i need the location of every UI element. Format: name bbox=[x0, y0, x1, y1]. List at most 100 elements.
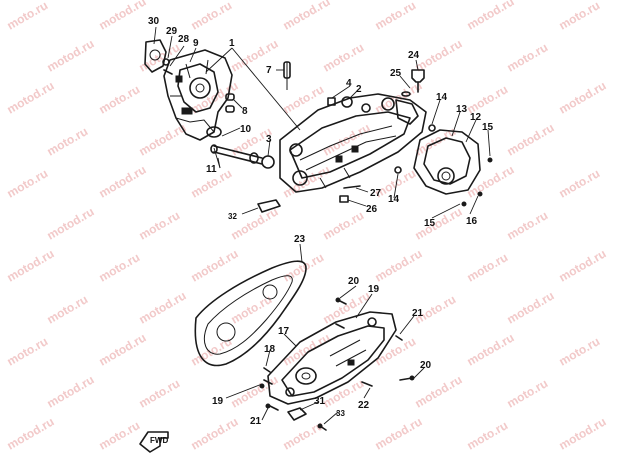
callout-16: 16 bbox=[466, 216, 478, 227]
watermark-text: motod.ru bbox=[373, 246, 425, 284]
fwd-label: FWD bbox=[150, 436, 168, 445]
watermark-text: moto.ru bbox=[557, 0, 603, 33]
gasket-23 bbox=[194, 260, 307, 367]
callout-9: 9 bbox=[193, 38, 199, 49]
gasket-30 bbox=[144, 39, 167, 73]
callout-31: 31 bbox=[314, 396, 326, 407]
watermark-text: moto.ru bbox=[557, 166, 603, 200]
watermark-text: motod.ru bbox=[97, 330, 149, 368]
watermark-text: moto.ru bbox=[137, 208, 183, 242]
watermark-text: moto.ru bbox=[505, 208, 551, 242]
callout-11: 11 bbox=[206, 164, 217, 175]
callout-21-right: 21 bbox=[412, 308, 424, 319]
watermark-text: motod.ru bbox=[97, 0, 149, 33]
callout-30: 30 bbox=[148, 16, 160, 27]
callout-29: 29 bbox=[166, 26, 178, 37]
callout-1: 1 bbox=[229, 38, 235, 49]
callout-21-bottom: 21 bbox=[250, 416, 262, 427]
lower-screws bbox=[259, 297, 415, 431]
watermark-text: motod.ru bbox=[189, 246, 241, 284]
watermark-text: moto.ru bbox=[373, 0, 419, 33]
callout-24: 24 bbox=[408, 50, 420, 61]
callout-8: 8 bbox=[242, 106, 248, 117]
callout-33: 33 bbox=[336, 409, 345, 418]
watermark-text: moto.ru bbox=[97, 418, 143, 452]
callout-25: 25 bbox=[390, 68, 402, 79]
callout-2: 2 bbox=[356, 84, 362, 95]
watermark-text: motod.ru bbox=[137, 288, 189, 326]
watermark-text: moto.ru bbox=[505, 40, 551, 74]
callout-26: 26 bbox=[366, 204, 378, 215]
callout-28: 28 bbox=[178, 34, 190, 45]
callout-4: 4 bbox=[346, 78, 352, 89]
callout-13: 13 bbox=[456, 104, 468, 115]
watermark-text: moto.ru bbox=[137, 376, 183, 410]
callout-7: 7 bbox=[266, 65, 272, 76]
watermark-text: moto.ru bbox=[189, 0, 235, 33]
watermark-text: motod.ru bbox=[321, 288, 373, 326]
callout-15-top: 15 bbox=[482, 122, 494, 133]
callout-20-top: 20 bbox=[348, 276, 360, 287]
watermark-text: moto.ru bbox=[229, 292, 275, 326]
callout-14-top: 14 bbox=[436, 92, 448, 103]
watermark-text: moto.ru bbox=[5, 0, 51, 33]
watermark-text: motod.ru bbox=[281, 0, 333, 33]
watermark-text: motod.ru bbox=[413, 372, 465, 410]
callout-27: 27 bbox=[370, 188, 382, 199]
watermark-text: motod.ru bbox=[229, 204, 281, 242]
watermark-text: moto.ru bbox=[465, 250, 511, 284]
leader-lines bbox=[153, 26, 491, 425]
callout-17: 17 bbox=[278, 326, 290, 337]
callout-15-bottom: 15 bbox=[424, 218, 436, 229]
callout-3: 3 bbox=[266, 134, 272, 145]
watermark-text: motod.ru bbox=[5, 78, 57, 116]
callout-18: 18 bbox=[264, 344, 276, 355]
watermark-text: moto.ru bbox=[281, 418, 327, 452]
watermark-text: moto.ru bbox=[97, 250, 143, 284]
watermark-text: moto.ru bbox=[321, 40, 367, 74]
watermark-text: motod.ru bbox=[465, 0, 517, 33]
watermark-text: motod.ru bbox=[557, 246, 609, 284]
callout-12: 12 bbox=[470, 112, 482, 123]
watermark-text: motod.ru bbox=[5, 414, 57, 452]
watermark-text: moto.ru bbox=[373, 334, 419, 368]
watermark-text: motod.ru bbox=[229, 36, 281, 74]
watermark-text: motod.ru bbox=[45, 372, 97, 410]
right-side-cover bbox=[394, 124, 493, 207]
crankcase-cover-17 bbox=[267, 311, 397, 405]
watermark-text: motod.ru bbox=[45, 204, 97, 242]
watermark-text: motod.ru bbox=[5, 246, 57, 284]
callout-19-top: 19 bbox=[368, 284, 380, 295]
bracket-32 bbox=[257, 199, 281, 213]
watermark-text: moto.ru bbox=[45, 292, 91, 326]
watermark-text: motod.ru bbox=[45, 36, 97, 74]
watermark-text: motod.ru bbox=[373, 414, 425, 452]
callout-20-bottom: 20 bbox=[420, 360, 432, 371]
watermark-text: motod.ru bbox=[557, 78, 609, 116]
watermark-text: moto.ru bbox=[321, 208, 367, 242]
watermark-text: motod.ru bbox=[505, 120, 557, 158]
watermark-text: moto.ru bbox=[557, 334, 603, 368]
forward-arrow: FWD bbox=[139, 431, 169, 453]
watermark-text: moto.ru bbox=[45, 124, 91, 158]
callout-labels: 30 29 28 9 1 7 8 10 11 3 4 2 24 25 14 13… bbox=[148, 16, 494, 427]
watermark-text: motod.ru bbox=[557, 414, 609, 452]
watermark-text: moto.ru bbox=[5, 334, 51, 368]
callout-19-bottom: 19 bbox=[212, 396, 224, 407]
watermark-text: motod.ru bbox=[413, 204, 465, 242]
callout-32: 32 bbox=[228, 212, 237, 221]
watermark-text: moto.ru bbox=[465, 418, 511, 452]
watermark-text: motod.ru bbox=[465, 330, 517, 368]
watermark-text: moto.ru bbox=[5, 166, 51, 200]
callout-10: 10 bbox=[240, 124, 252, 135]
watermark-text: motod.ru bbox=[229, 372, 281, 410]
watermark-text: moto.ru bbox=[97, 82, 143, 116]
watermark-text: motod.ru bbox=[413, 36, 465, 74]
watermark-text: moto.ru bbox=[505, 376, 551, 410]
callout-22: 22 bbox=[358, 400, 370, 411]
watermark-text: motod.ru bbox=[97, 162, 149, 200]
callout-23: 23 bbox=[294, 234, 306, 245]
callout-14-mid: 14 bbox=[388, 194, 400, 205]
watermark-text: motod.ru bbox=[505, 288, 557, 326]
